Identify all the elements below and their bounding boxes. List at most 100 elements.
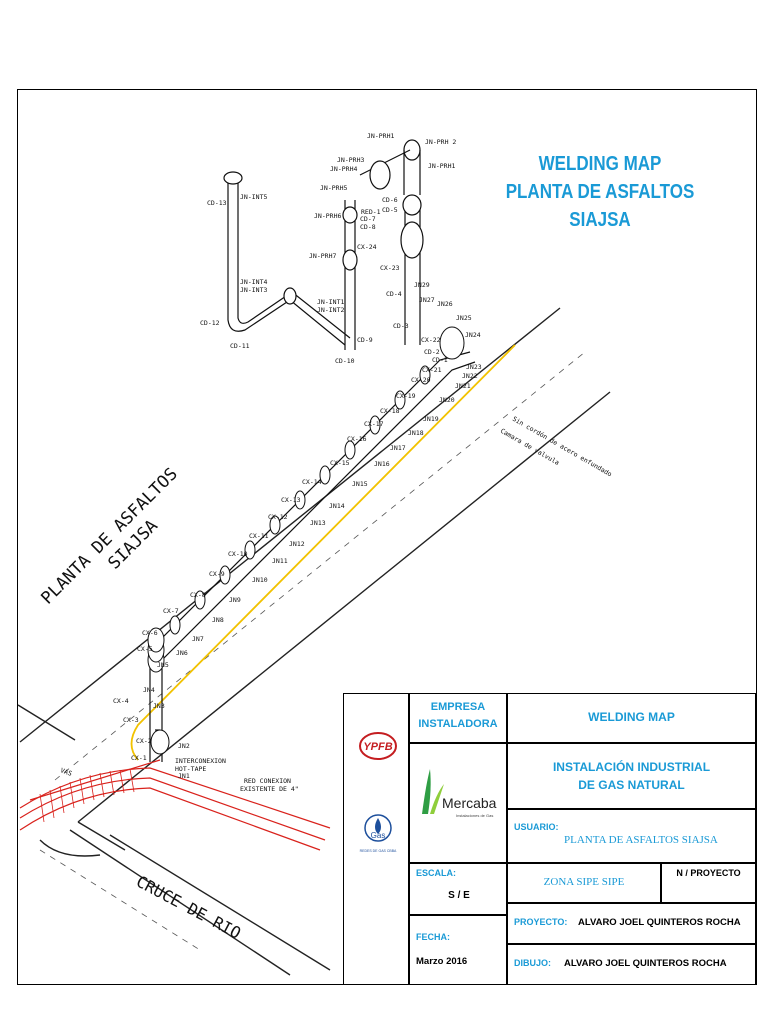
gas-logo: Gas REDES DE GAS CBBA [358,812,398,857]
mercaba-cell: Mercaba Instalaciones de Gas [409,743,507,863]
weld-label: CX-5 [137,645,153,653]
weld-label: CX-20 [411,376,431,384]
weld-label: CX-23 [380,264,400,272]
weld-label: JN-INT3 [240,286,267,294]
existing-red-network [19,759,331,851]
nproyecto-cell: N / PROYECTO [661,863,756,903]
weld-label: JN1 [178,772,190,780]
svg-text:REDES DE GAS CBBA: REDES DE GAS CBBA [360,849,397,853]
logo-column [343,693,409,985]
nproyecto-label: N / PROYECTO [676,868,741,878]
weld-label: CX-21 [422,366,442,374]
weld-label: JN22 [462,372,478,380]
weld-label: CD-11 [230,342,250,350]
weld-label: JN17 [390,444,406,452]
svg-text:YPFB: YPFB [363,741,392,753]
title-line: WELDING MAP [538,153,662,175]
drawing-title: WELDING MAP PLANTA DE ASFALTOS SIAJSA [490,150,711,234]
weld-label: JN-PRH3 [337,156,364,164]
proyecto-value: ALVARO JOEL QUINTEROS ROCHA [578,917,741,928]
weld-label: JN-PRH1 [367,132,394,140]
weld-label: JN5 [157,661,169,669]
pipe-joints [147,326,465,755]
weld-label: CD-5 [382,206,398,214]
empresa-label: INSTALADORA [418,718,498,730]
weld-label: JN3 [153,702,165,710]
weld-label: JN8 [212,616,224,624]
weld-label: CX-24 [357,243,377,251]
weld-label: RED-1 [361,208,381,216]
road-side-label: VAS [59,766,73,778]
weld-labels: JN-PRH1 JN-PRH 2 JN-PRH1 JN-PRH3 JN-PRH4… [113,132,482,780]
weld-label: CX-3 [123,716,139,724]
fecha-label: FECHA: [416,932,450,942]
svg-text:Mercaba: Mercaba [442,795,497,811]
weld-label: CX-13 [281,496,301,504]
usuario-value: PLANTA DE ASFALTOS SIAJSA [564,834,718,846]
installation-label: INSTALACIÓN INDUSTRIAL [552,760,711,774]
weld-label: CD-13 [207,199,227,207]
weld-label: JN7 [192,635,204,643]
weld-label: JN19 [423,415,439,423]
weld-label: JN20 [439,396,455,404]
weld-label: CD-7 [360,215,376,223]
weld-label: JN-PRH4 [330,165,357,173]
weld-label: JN9 [229,596,241,604]
weld-label: CX-10 [228,550,248,558]
area-label-1: PLANTA DE ASFALTOS [37,464,181,608]
weld-label: CX-4 [113,697,129,705]
weld-label: JN-INT1 [317,298,344,306]
weld-label: JN11 [272,557,288,565]
weld-label: JN26 [437,300,453,308]
dibujo-label: DIBUJO: [514,958,552,968]
weld-label: JN-PRH5 [320,184,347,192]
interconnection-label: HOT-TAPE [175,765,206,773]
weld-label: JN-PRH1 [428,162,455,170]
interconnection-label: INTERCONEXION [175,757,226,765]
usuario-cell: USUARIO: PLANTA DE ASFALTOS SIAJSA [507,809,756,863]
fecha-cell: FECHA: Marzo 2016 [409,915,507,985]
weld-label: CX-9 [209,570,225,578]
usuario-label: USUARIO: [514,822,559,832]
weld-label: JN21 [455,382,471,390]
weld-label: CD-12 [200,319,220,327]
weld-label: JN6 [176,649,188,657]
weld-label: JN14 [329,502,345,510]
weld-label: JN15 [352,480,368,488]
empresa-cell: EMPRESA INSTALADORA [409,693,507,743]
weld-label: JN27 [419,296,435,304]
weld-label: JN-INT4 [240,278,267,286]
weld-label: JN16 [374,460,390,468]
weld-label: JN-PRH7 [309,252,336,260]
network-label: RED CONEXION [244,777,291,785]
title-line: SIAJSA [569,209,631,231]
zona-value: ZONA SIPE SIPE [543,876,625,888]
welding-map-label: WELDING MAP [588,710,675,724]
weld-label: CX-11 [249,532,269,540]
ypfb-logo: YPFB [358,730,398,762]
weld-label: CD-8 [360,223,376,231]
riser [342,139,424,350]
fecha-value: Marzo 2016 [416,956,468,967]
weld-label: CD-2 [424,348,440,356]
weld-label: CD-4 [386,290,402,298]
weld-label: CD-3 [393,322,409,330]
weld-label: JN10 [252,576,268,584]
proyecto-cell: PROYECTO: ALVARO JOEL QUINTEROS ROCHA [507,903,756,944]
weld-label: CX-8 [190,591,206,599]
svg-text:Gas: Gas [371,831,386,840]
escala-value: S / E [448,890,470,901]
installation-label: DE GAS NATURAL [578,778,685,792]
weld-label: CX-18 [380,407,400,415]
weld-label: CX-17 [364,420,384,428]
weld-label: JN-PRH 2 [425,138,456,146]
dibujo-value: ALVARO JOEL QUINTEROS ROCHA [564,958,727,969]
empresa-label: EMPRESA [430,701,486,713]
dibujo-cell: DIBUJO: ALVARO JOEL QUINTEROS ROCHA [507,944,756,985]
weld-label: JN12 [289,540,305,548]
road-centerline [54,351,586,781]
welding-map-cell: WELDING MAP [507,693,756,743]
weld-label: CX-6 [142,629,158,637]
escala-label: ESCALA: [416,868,456,878]
